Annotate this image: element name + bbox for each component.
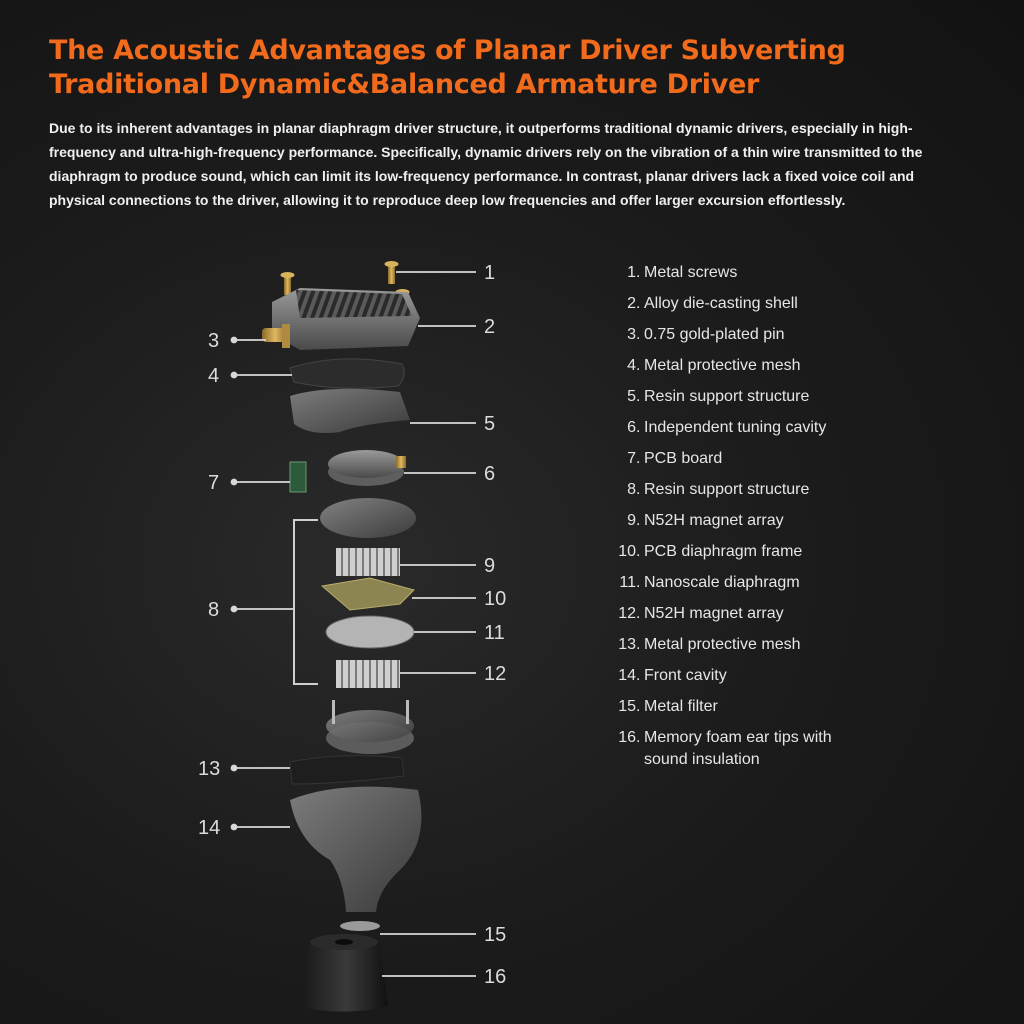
callout-7: 7 bbox=[208, 472, 219, 494]
pin-frame-part bbox=[326, 700, 414, 754]
callout-8: 8 bbox=[208, 599, 219, 621]
callout-5: 5 bbox=[484, 413, 495, 435]
callout-2: 2 bbox=[484, 316, 495, 338]
gold-plated-pin-part bbox=[262, 324, 290, 348]
page-title: The Acoustic Advantages of Planar Driver… bbox=[49, 34, 989, 102]
parts-list: 1.Metal screws 2.Alloy die-casting shell… bbox=[608, 262, 988, 777]
callout-4: 4 bbox=[208, 365, 219, 387]
callout-11: 11 bbox=[484, 622, 505, 644]
exploded-view-diagram: 1 2 3 4 5 6 7 8 9 10 11 12 13 14 15 16 bbox=[198, 261, 506, 1012]
protective-mesh-part bbox=[289, 358, 405, 389]
callout-3: 3 bbox=[208, 330, 219, 352]
list-item: 10.PCB diaphragm frame bbox=[618, 543, 803, 560]
callout-13: 13 bbox=[198, 758, 220, 780]
callout-14: 14 bbox=[198, 817, 220, 839]
list-item: 4.Metal protective mesh bbox=[627, 357, 801, 374]
list-item: 12.N52H magnet array bbox=[618, 605, 784, 622]
callout-12: 12 bbox=[484, 663, 506, 685]
title-line-1: The Acoustic Advantages of Planar Driver… bbox=[49, 35, 846, 66]
diaphragm-frame-part bbox=[320, 577, 415, 611]
resin-support-part bbox=[320, 498, 416, 538]
list-item: 3.0.75 gold-plated pin bbox=[627, 326, 785, 343]
magnet-array-bottom-part bbox=[336, 660, 400, 688]
resin-structure-part bbox=[290, 388, 410, 433]
intro-paragraph: Due to its inherent advantages in planar… bbox=[49, 120, 923, 208]
front-mesh-part bbox=[289, 755, 405, 785]
callout-15: 15 bbox=[484, 924, 506, 946]
callout-9: 9 bbox=[484, 555, 495, 577]
foam-ear-tip-part bbox=[304, 934, 388, 1012]
title-line-2: Traditional Dynamic&Balanced Armature Dr… bbox=[49, 69, 760, 100]
list-item: 13.Metal protective mesh bbox=[618, 636, 801, 653]
list-item: 5.Resin support structure bbox=[627, 388, 810, 405]
front-cavity-part bbox=[290, 786, 422, 912]
alloy-shell-part bbox=[272, 288, 420, 350]
list-item: 14.Front cavity bbox=[618, 667, 727, 684]
list-item: 9.N52H magnet array bbox=[627, 512, 784, 529]
magnet-array-top-part bbox=[336, 548, 400, 576]
callout-1: 1 bbox=[484, 262, 495, 284]
list-item: 6.Independent tuning cavity bbox=[627, 419, 827, 436]
callout-16: 16 bbox=[484, 966, 506, 988]
list-item: 15.Metal filter bbox=[618, 698, 718, 715]
list-item: 11.Nanoscale diaphragm bbox=[619, 574, 800, 591]
list-item: 7.PCB board bbox=[627, 450, 723, 467]
callout-6: 6 bbox=[484, 463, 495, 485]
leader-lines bbox=[230, 271, 476, 977]
callout-10: 10 bbox=[484, 588, 506, 610]
pcb-board-part bbox=[289, 461, 307, 493]
group-bracket-8 bbox=[293, 519, 318, 685]
metal-filter-part bbox=[340, 921, 380, 931]
list-item: 16.Memory foam ear tips with sound insul… bbox=[618, 729, 832, 768]
nanoscale-diaphragm-part bbox=[325, 615, 415, 649]
tuning-cavity-part bbox=[328, 450, 406, 486]
list-item: 1.Metal screws bbox=[627, 264, 738, 281]
list-item: 2.Alloy die-casting shell bbox=[627, 295, 798, 312]
list-item: 8.Resin support structure bbox=[627, 481, 810, 498]
